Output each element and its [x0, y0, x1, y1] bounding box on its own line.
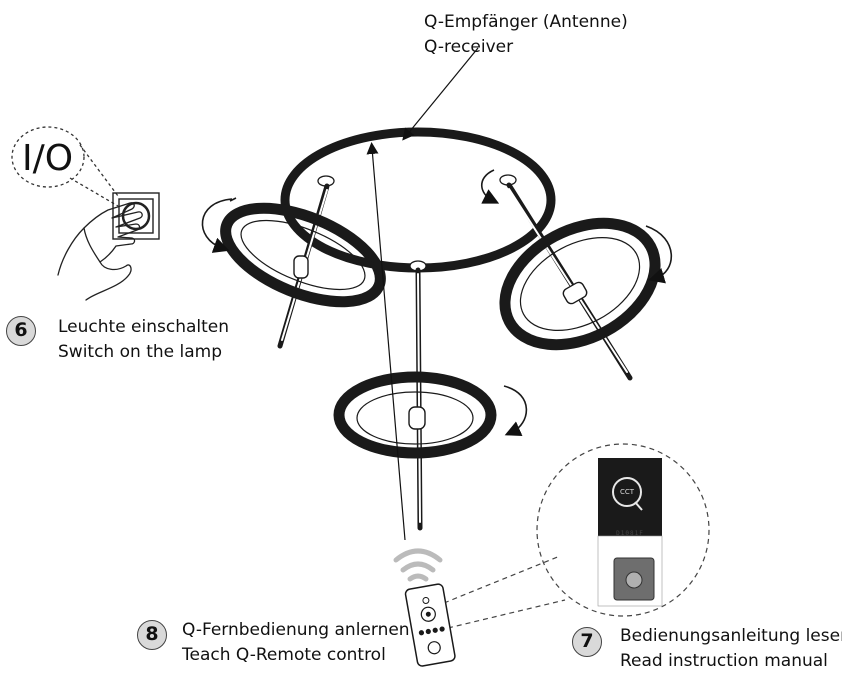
step-8-label: Q-Fernbedienung anlernen Teach Q-Remote …	[182, 618, 410, 668]
step-7-label-en: Read instruction manual	[620, 651, 828, 671]
step-7-label-de: Bedienungsanleitung lesen	[620, 626, 842, 646]
ring-right	[499, 217, 661, 351]
step-7-label: Bedienungsanleitung lesen Read instructi…	[620, 624, 842, 674]
step-number-6: 6	[6, 316, 36, 346]
antenna-label-de: Q-Empfänger (Antenne)	[424, 12, 628, 32]
ring-bottom	[333, 371, 497, 459]
step-number-8: 8	[137, 620, 167, 650]
step-8-label-de: Q-Fernbedienung anlernen	[182, 620, 410, 640]
wifi-signal-icon	[393, 548, 443, 582]
step-number-7: 7	[572, 627, 602, 657]
step-6-label-en: Switch on the lamp	[58, 342, 222, 362]
step-6-label-de: Leuchte einschalten	[58, 317, 230, 337]
step-8-label-en: Teach Q-Remote control	[182, 645, 386, 665]
step-6-label: Leuchte einschalten Switch on the lamp	[58, 315, 229, 365]
ring-left	[220, 202, 386, 308]
switch-callout	[11, 126, 119, 207]
antenna-label-en: Q-receiver	[424, 37, 514, 57]
manual-callout	[443, 443, 710, 629]
q-logo-icon	[612, 477, 643, 511]
manual-code: D1081F	[616, 530, 644, 537]
hand-icon	[57, 202, 143, 301]
manual-logo-text: CCT	[619, 488, 635, 496]
switch-symbol: I/O	[22, 138, 74, 179]
antenna-label: Q-Empfänger (Antenne) Q-receiver	[424, 10, 628, 60]
rotate-arrow-icon	[201, 169, 673, 437]
rod-mounts	[317, 174, 517, 272]
remote-control-icon	[404, 583, 456, 667]
antenna-pointers	[366, 47, 479, 541]
